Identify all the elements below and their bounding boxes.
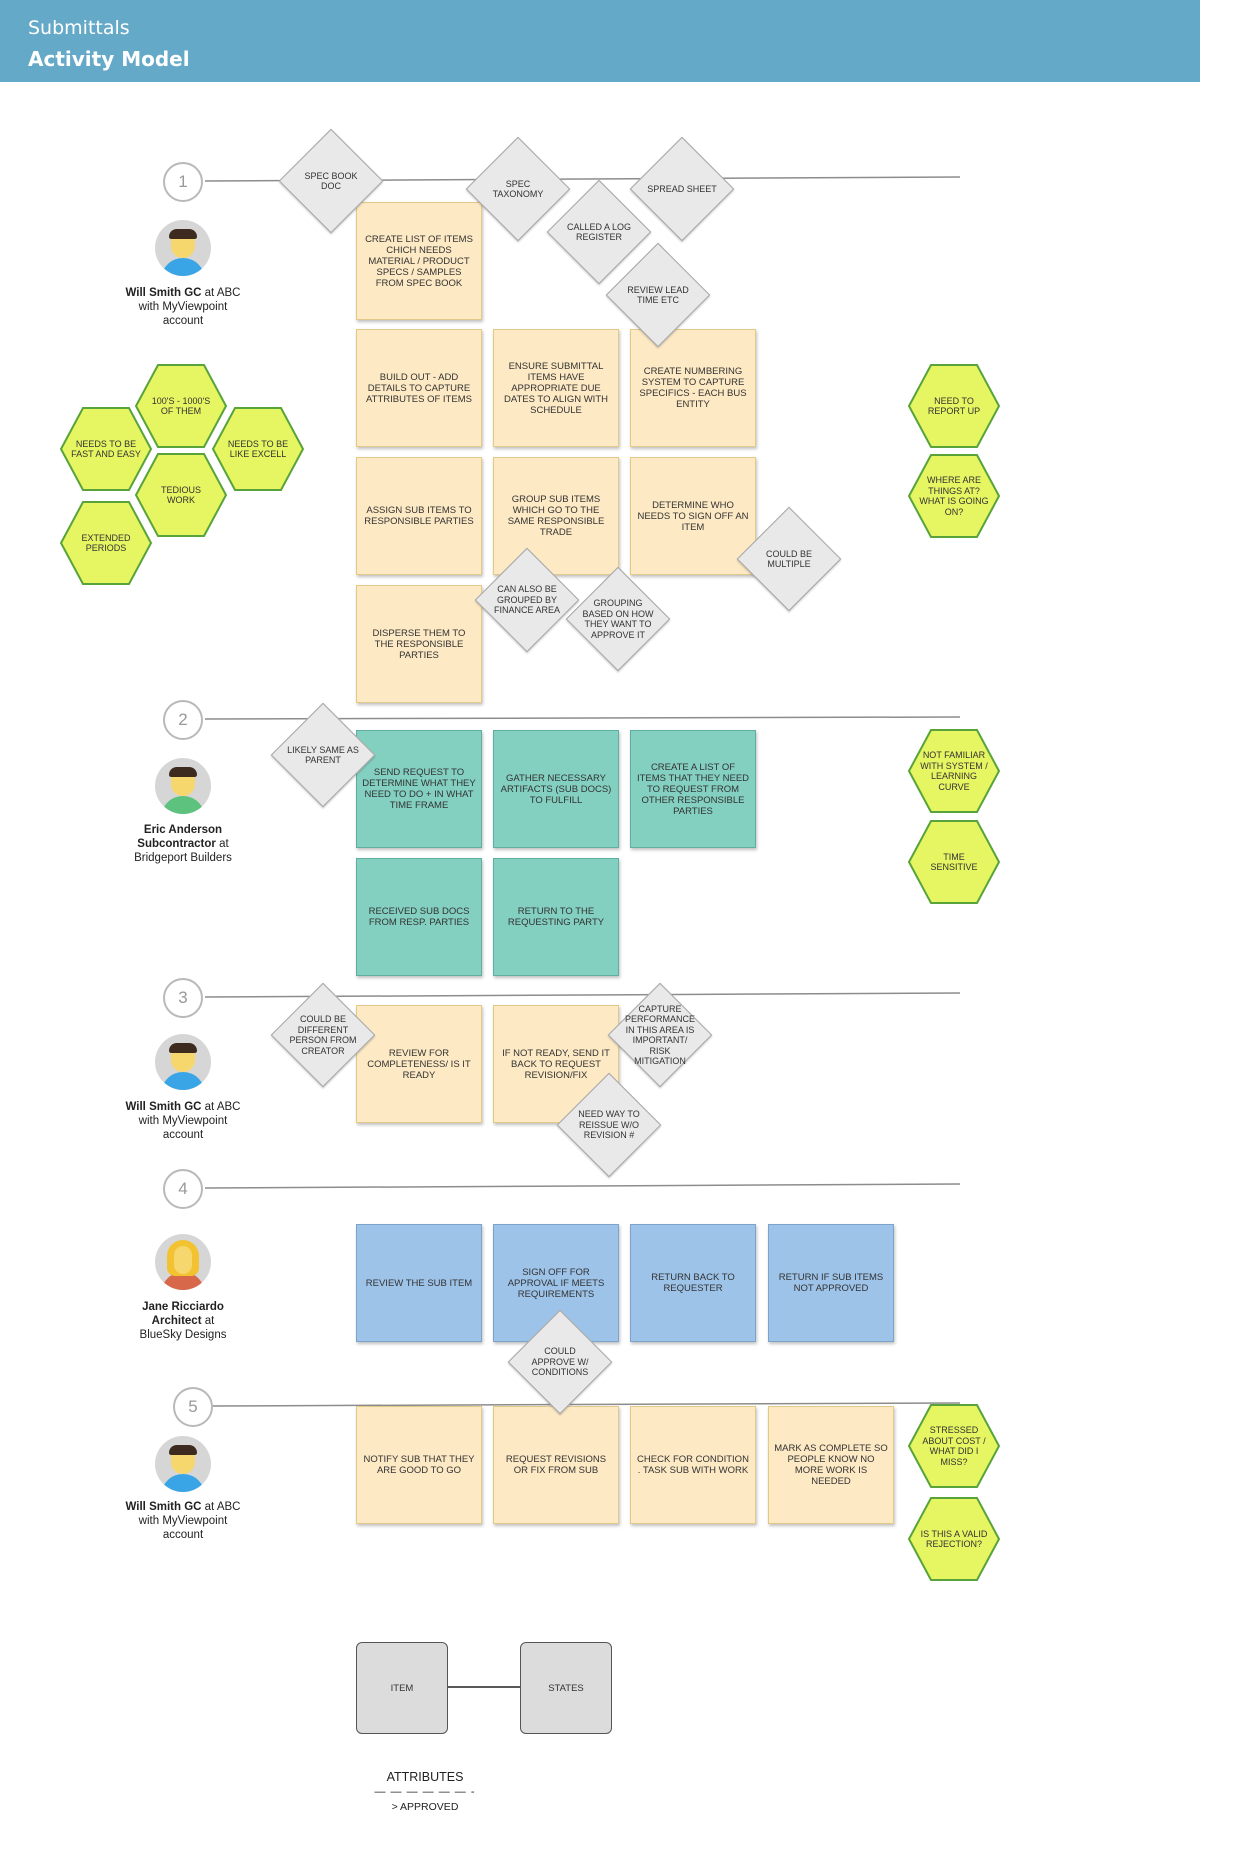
hexagon-note: NEED TO REPORT UP: [907, 363, 1001, 449]
diamond-note: CALLED A LOG REGISTER: [546, 179, 652, 285]
sticky-note: DISPERSE THEM TO THE RESPONSIBLE PARTIES: [356, 585, 482, 703]
header-bar: Submittals Activity Model: [0, 0, 1200, 82]
diamond-note: GROUPING BASED ON HOW THEY WANT TO APPRO…: [565, 566, 671, 672]
hexagon-note: NEEDS TO BE LIKE EXCELL: [211, 406, 305, 492]
diamond-note: CAPTURE PERFORMANCE IN THIS AREA IS IMPO…: [607, 982, 713, 1088]
hexagon-note: IS THIS A VALID REJECTION?: [907, 1496, 1001, 1582]
sticky-note: REVIEW THE SUB ITEM: [356, 1224, 482, 1342]
legend-item-box: ITEM: [356, 1642, 448, 1734]
attributes-divider: — — — — — — -: [374, 1786, 476, 1798]
sticky-note: CREATE LIST OF ITEMS CHICH NEEDS MATERIA…: [356, 202, 482, 320]
step-5-circle: 5: [173, 1387, 213, 1427]
step-3-circle: 3: [163, 978, 203, 1018]
sticky-note: RETURN TO THE REQUESTING PARTY: [493, 858, 619, 976]
sticky-note: GATHER NECESSARY ARTIFACTS (SUB DOCS) TO…: [493, 730, 619, 848]
hexagon-note: TEDIOUS WORK: [134, 452, 228, 538]
diamond-note: SPEC TAXONOMY: [465, 136, 571, 242]
sticky-note: RETURN IF SUB ITEMS NOT APPROVED: [768, 1224, 894, 1342]
sticky-note: ENSURE SUBMITTAL ITEMS HAVE APPROPRIATE …: [493, 329, 619, 447]
sticky-note: MARK AS COMPLETE SO PEOPLE KNOW NO MORE …: [768, 1406, 894, 1524]
diamond-note: NEED WAY TO REISSUE W/O REVISION #: [556, 1072, 662, 1178]
sticky-note: REVIEW FOR COMPLETENESS/ IS IT READY: [356, 1005, 482, 1123]
diamond-note: SPREAD SHEET: [629, 136, 735, 242]
sticky-note: IF NOT READY, SEND IT BACK TO REQUEST RE…: [493, 1005, 619, 1123]
sticky-note: REQUEST REVISIONS OR FIX FROM SUB: [493, 1406, 619, 1524]
sticky-note: SEND REQUEST TO DETERMINE WHAT THEY NEED…: [356, 730, 482, 848]
diamond-note: COULD APPROVE W/ CONDITIONS: [507, 1309, 613, 1415]
sticky-note: NOTIFY SUB THAT THEY ARE GOOD TO GO: [356, 1406, 482, 1524]
header-subtitle: Submittals: [28, 17, 130, 39]
sticky-note: CREATE NUMBERING SYSTEM TO CAPTURE SPECI…: [630, 329, 756, 447]
diamond-note: CAN ALSO BE GROUPED BY FINANCE AREA: [474, 547, 580, 653]
sticky-note: GROUP SUB ITEMS WHICH GO TO THE SAME RES…: [493, 457, 619, 575]
avatar-eric-anderson: [155, 758, 211, 814]
diamond-note: LIKELY SAME AS PARENT: [270, 702, 376, 808]
sticky-note: ASSIGN SUB ITEMS TO RESPONSIBLE PARTIES: [356, 457, 482, 575]
sticky-note: RECEIVED SUB DOCS FROM RESP. PARTIES: [356, 858, 482, 976]
header-title: Activity Model: [28, 47, 190, 71]
avatar-jane-ricciardo: [155, 1234, 211, 1290]
diamond-note: SPEC BOOK DOC: [278, 128, 384, 234]
hexagon-note: NOT FAMILIAR WITH SYSTEM / LEARNING CURV…: [907, 728, 1001, 814]
hexagon-note: 100's - 1000's OF THEM: [134, 363, 228, 449]
avatar-will-smith: [155, 220, 211, 276]
lane-line-5: [209, 1402, 961, 1407]
sticky-note: CHECK FOR CONDITION . TASK SUB WITH WORK: [630, 1406, 756, 1524]
hexagon-note: WHERE ARE THINGS AT? WHAT IS GOING ON?: [907, 453, 1001, 539]
diamond-note: COULD BE MULTIPLE: [736, 506, 842, 612]
sticky-note: CREATE A LIST OF ITEMS THAT THEY NEED TO…: [630, 730, 756, 848]
avatar-will-smith: [155, 1436, 211, 1492]
step-1-circle: 1: [163, 162, 203, 202]
avatar-will-smith: [155, 1034, 211, 1090]
step-2-circle: 2: [163, 700, 203, 740]
attributes-title: ATTRIBUTES: [386, 1770, 464, 1784]
hexagon-note: EXTENDED PERIODS: [59, 500, 153, 586]
lane-line-4: [204, 1183, 961, 1189]
sticky-note: RETURN BACK TO REQUESTER: [630, 1224, 756, 1342]
hexagon-note: STRESSED ABOUT COST / WHAT DID I MISS?: [907, 1403, 1001, 1489]
step-4-circle: 4: [163, 1169, 203, 1209]
hexagon-note: TIME SENSITIVE: [907, 819, 1001, 905]
diamond-note: COULD BE DIFFERENT PERSON FROM CREATOR: [270, 982, 376, 1088]
diamond-note: REVIEW LEAD TIME ETC: [605, 242, 711, 348]
legend-states-box: STATES: [520, 1642, 612, 1734]
attributes-value: > APPROVED: [391, 1801, 459, 1813]
sticky-note: BUILD OUT - ADD DETAILS TO CAPTURE ATTRI…: [356, 329, 482, 447]
sticky-note: DETERMINE WHO NEEDS TO SIGN OFF AN ITEM: [630, 457, 756, 575]
hexagon-note: NEEDS TO BE FAST AND EASY: [59, 406, 153, 492]
